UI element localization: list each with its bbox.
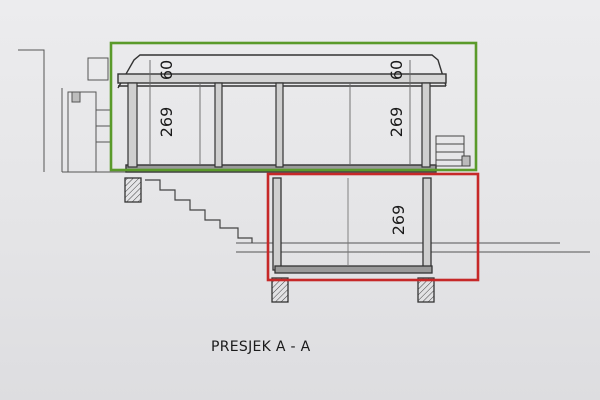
lower-floor-structure bbox=[272, 177, 433, 274]
exterior-stair bbox=[145, 179, 253, 243]
lower-floor-highlight bbox=[266, 172, 480, 282]
left-adjacent-structure bbox=[18, 49, 110, 173]
dimension-lower: 269 bbox=[389, 205, 408, 236]
right-stair-element bbox=[435, 135, 471, 167]
upper-interior-lines bbox=[149, 60, 411, 165]
upper-floor-highlight bbox=[109, 41, 478, 172]
upper-columns bbox=[127, 82, 431, 168]
footings bbox=[124, 177, 435, 303]
dimension-roof-left: 60 bbox=[157, 60, 176, 80]
dimension-roof-right: 60 bbox=[387, 60, 406, 80]
dimension-upper-left: 269 bbox=[157, 107, 176, 138]
dimension-upper-right: 269 bbox=[387, 107, 406, 138]
section-title: PRESJEK A - A bbox=[211, 339, 311, 355]
